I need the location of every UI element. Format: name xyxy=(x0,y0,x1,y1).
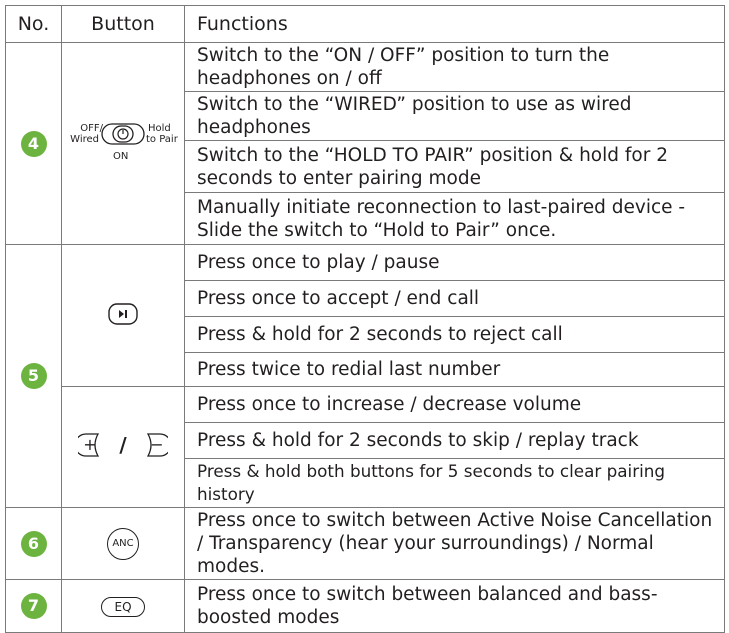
row-number-cell: 5 xyxy=(5,244,62,508)
number-badge: 5 xyxy=(20,363,47,389)
anc-button-cell: ANC xyxy=(61,507,185,580)
table-row: Switch to the “HOLD TO PAIR” position & … xyxy=(6,140,725,193)
power-switch-diagram: OFF/ Wired Hold to Pair ON xyxy=(67,119,179,165)
volume-plus-label: + xyxy=(83,435,96,454)
function-cell: Press once to switch between Active Nois… xyxy=(184,507,725,580)
function-cell: Press & hold for 2 seconds to reject cal… xyxy=(184,316,725,353)
function-cell: Manually initiate reconnection to last-p… xyxy=(184,192,725,245)
table-row: Press twice to redial last number xyxy=(6,352,725,387)
table-row: Switch to the “WIRED” position to use as… xyxy=(6,91,725,141)
row-number-cell: 7 xyxy=(5,579,62,633)
table-row: 6 ANC Press once to switch between Activ… xyxy=(5,507,725,580)
function-cell: Press twice to redial last number xyxy=(184,352,725,387)
table-row: 4 OFF/ Wired Hold to Pair ON Switch to t… xyxy=(5,42,725,245)
table-row: Press once to accept / end call xyxy=(6,280,725,317)
switch-label-to-pair: to Pair xyxy=(146,133,178,145)
number-badge: 6 xyxy=(20,530,47,557)
function-cell: Press & hold both buttons for 5 seconds … xyxy=(184,458,725,508)
volume-buttons-icon: + / − xyxy=(74,433,172,457)
switch-label-on: ON xyxy=(113,150,129,162)
eq-button-icon: EQ xyxy=(101,596,145,617)
number-badge: 7 xyxy=(20,593,47,619)
slide-switch-icon xyxy=(101,122,145,145)
table-row: 5 Press once to play / pause xyxy=(5,244,725,508)
volume-buttons-cell: + / − xyxy=(61,386,185,508)
switch-label-off: OFF/ xyxy=(80,122,103,134)
function-cell: Press once to increase / decrease volume xyxy=(184,386,725,423)
header-button: Button xyxy=(61,5,185,43)
switch-label-hold: Hold xyxy=(148,122,171,134)
anc-button-icon: ANC xyxy=(107,527,139,560)
header-row: No. Button Functions xyxy=(5,5,725,43)
row-number-cell: 6 xyxy=(5,507,62,580)
play-button-cell xyxy=(61,244,185,387)
row-number-cell: 4 xyxy=(5,42,62,245)
table-row: + / − Press once to increase / decrease … xyxy=(6,386,725,508)
number-badge: 4 xyxy=(20,130,47,157)
power-switch-cell: OFF/ Wired Hold to Pair ON xyxy=(61,42,185,245)
volume-slash-label: / xyxy=(119,433,127,457)
function-cell: Press & hold for 2 seconds to skip / rep… xyxy=(184,422,725,459)
function-cell: Press once to switch between balanced an… xyxy=(184,579,725,633)
function-cell: Press once to play / pause xyxy=(184,244,725,281)
header-no: No. xyxy=(5,5,62,43)
function-cell: Switch to the “ON / OFF” position to tur… xyxy=(184,42,725,92)
table-row: 7 EQ Press once to switch between balanc… xyxy=(5,579,725,633)
eq-button-cell: EQ xyxy=(61,579,185,633)
function-cell: Press once to accept / end call xyxy=(184,280,725,317)
table-row: Press & hold for 2 seconds to skip / rep… xyxy=(6,422,725,459)
header-functions: Functions xyxy=(184,5,725,43)
functions-table: No. Button Functions 4 OFF/ Wired Hold t… xyxy=(5,5,725,633)
switch-label-wired: Wired xyxy=(70,133,99,145)
table-row: Press & hold for 2 seconds to reject cal… xyxy=(6,316,725,353)
function-cell: Switch to the “WIRED” position to use as… xyxy=(184,91,725,141)
function-cell: Switch to the “HOLD TO PAIR” position & … xyxy=(184,140,725,193)
volume-minus-label: − xyxy=(150,435,163,454)
play-pause-icon xyxy=(108,302,138,325)
